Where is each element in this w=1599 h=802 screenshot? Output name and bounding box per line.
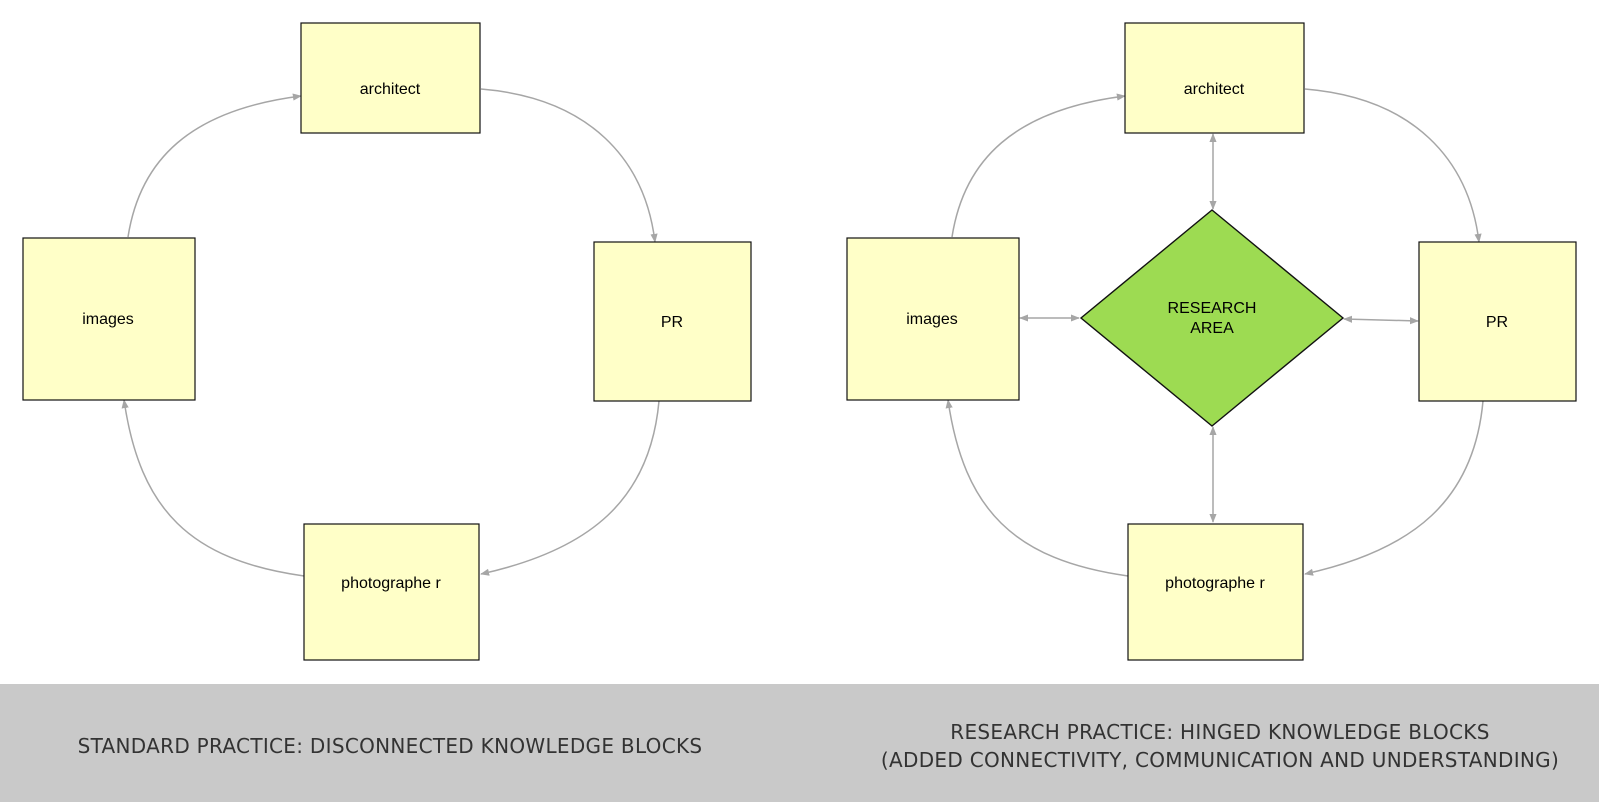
- node-photographer: photographe r: [303, 523, 480, 661]
- node-images: images: [846, 237, 1020, 401]
- research-practice-diagram: architect images PR photographe r RESEAR…: [846, 22, 1577, 661]
- standard-practice-caption-text: STANDARD PRACTICE: DISCONNECTED KNOWLEDG…: [77, 734, 703, 758]
- node-photographer-label: photographe r: [341, 575, 441, 592]
- arrow-pr-to-photographer: [1304, 400, 1484, 576]
- node-images: images: [22, 237, 196, 401]
- node-research-area: RESEARCH AREA: [1079, 209, 1345, 427]
- standard-practice-diagram: architect images PR photographe r: [22, 22, 752, 661]
- node-images-label: images: [906, 311, 958, 328]
- connector-hub-pr: [1343, 315, 1419, 325]
- caption-footer: STANDARD PRACTICE: DISCONNECTED KNOWLEDG…: [0, 684, 1599, 802]
- node-architect-label: architect: [1184, 81, 1245, 98]
- research-practice-caption-line2: (ADDED CONNECTIVITY, COMMUNICATION AND U…: [880, 748, 1560, 772]
- node-pr: PR: [593, 241, 752, 402]
- node-photographer: photographe r: [1127, 523, 1304, 661]
- diagram-canvas: architect images PR photographe r: [22, 22, 1577, 661]
- node-research-area-label-line1: RESEARCH: [1168, 300, 1257, 317]
- node-architect: architect: [300, 22, 481, 134]
- arrow-architect-to-pr: [480, 88, 658, 243]
- arrow-images-to-architect: [951, 93, 1126, 238]
- arrow-pr-to-photographer: [480, 400, 660, 576]
- arrow-photographer-to-images: [121, 399, 305, 577]
- node-images-label: images: [82, 311, 134, 328]
- node-architect: architect: [1124, 22, 1305, 134]
- node-photographer-label: photographe r: [1165, 575, 1265, 592]
- standard-practice-caption: STANDARD PRACTICE: DISCONNECTED KNOWLEDG…: [40, 732, 740, 760]
- node-pr-label: PR: [661, 314, 683, 331]
- node-pr: PR: [1418, 241, 1577, 402]
- node-research-area-label-line2: AREA: [1190, 320, 1234, 337]
- arrow-images-to-architect: [127, 93, 302, 238]
- arrow-architect-to-pr: [1304, 88, 1482, 243]
- research-practice-caption: RESEARCH PRACTICE: HINGED KNOWLEDGE BLOC…: [860, 718, 1580, 774]
- node-architect-label: architect: [360, 81, 421, 98]
- node-pr-label: PR: [1486, 314, 1508, 331]
- research-practice-caption-line1: RESEARCH PRACTICE: HINGED KNOWLEDGE BLOC…: [950, 720, 1490, 744]
- arrow-photographer-to-images: [945, 399, 1129, 577]
